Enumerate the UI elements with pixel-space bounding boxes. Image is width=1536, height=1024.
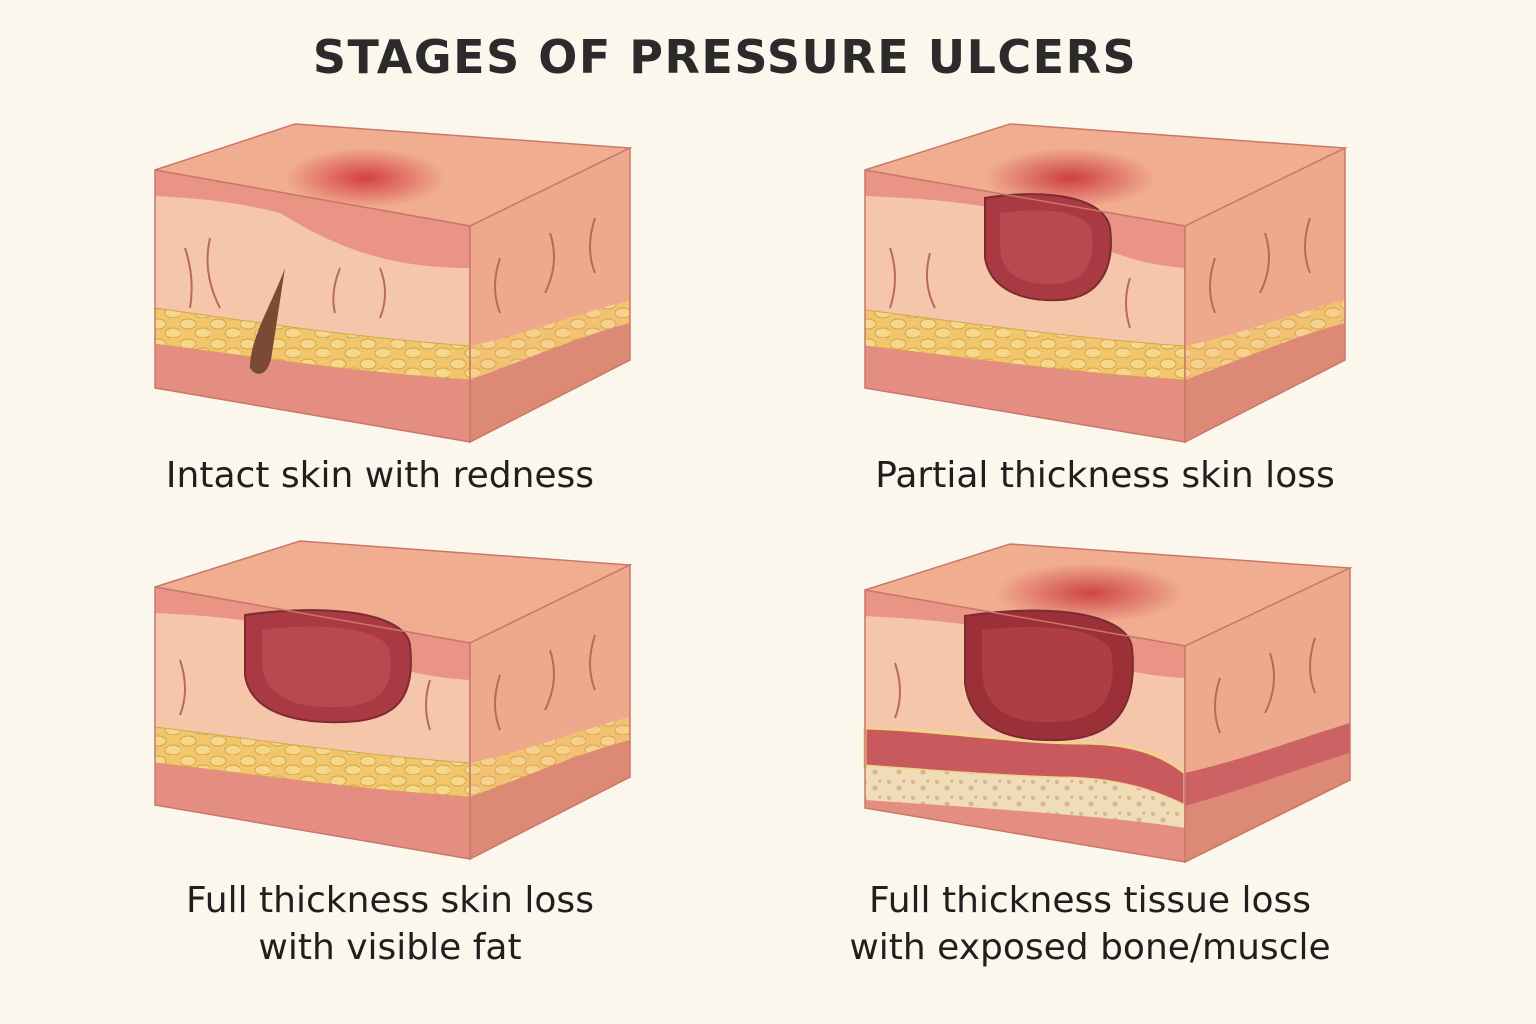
stage-3-skin-block-illustration bbox=[154, 540, 633, 861]
stage-4-skin-block-illustration bbox=[863, 543, 1353, 864]
stage-3-caption: Full thickness skin loss with visible fa… bbox=[120, 877, 660, 971]
stage-4-panel bbox=[860, 538, 1355, 888]
stage-1-panel bbox=[150, 118, 640, 468]
caption-line: Full thickness skin loss bbox=[186, 880, 594, 921]
caption-line: Full thickness tissue loss bbox=[868, 880, 1312, 921]
caption-line: with exposed bone/muscle bbox=[849, 927, 1331, 968]
page-title: STAGES OF PRESSURE ULCERS bbox=[312, 30, 1138, 84]
stage-4-caption: Full thickness tissue loss with exposed … bbox=[810, 877, 1370, 971]
caption-line: with visible fat bbox=[258, 927, 522, 968]
stage-2-panel bbox=[860, 118, 1350, 468]
stage-2-caption: Partial thickness skin loss bbox=[830, 452, 1380, 499]
caption-line: Intact skin with redness bbox=[165, 455, 595, 496]
stage-2-skin-block-illustration bbox=[864, 123, 1348, 444]
caption-line: Partial thickness skin loss bbox=[875, 455, 1335, 496]
stage-1-caption: Intact skin with redness bbox=[110, 452, 650, 499]
stage-3-panel bbox=[150, 535, 640, 885]
stage-1-skin-block-illustration bbox=[154, 123, 633, 444]
